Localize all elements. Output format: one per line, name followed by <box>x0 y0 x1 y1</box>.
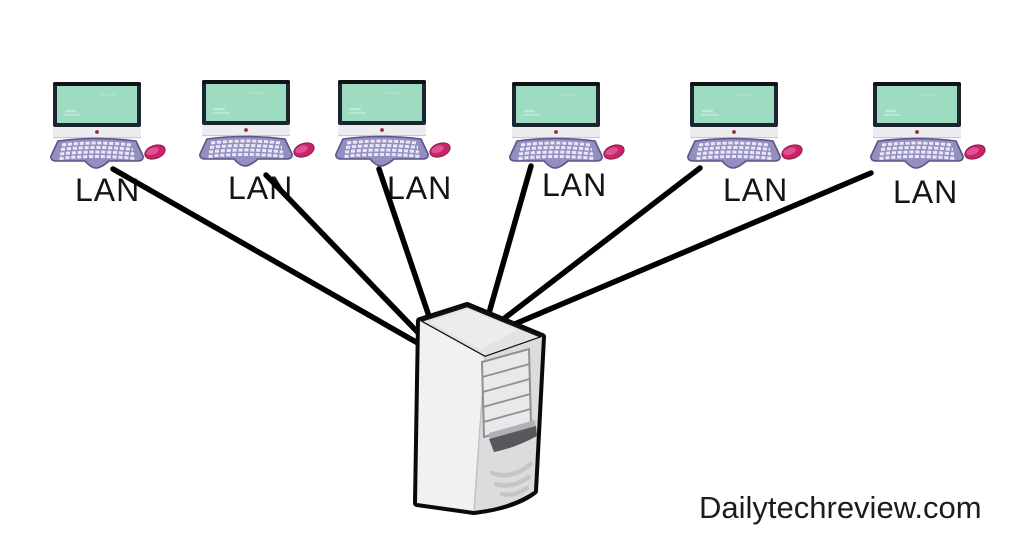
computer-node-3 <box>334 78 454 172</box>
computer-node-6 <box>869 80 989 174</box>
server-tower-icon <box>413 302 546 515</box>
computer-icon <box>869 80 989 170</box>
computer-icon <box>508 80 628 170</box>
lan-label-6: LAN <box>893 174 959 210</box>
lan-label-5: LAN <box>723 172 789 208</box>
computer-icon <box>49 80 169 170</box>
computer-icon <box>334 78 454 168</box>
lan-label-3: LAN <box>387 170 453 206</box>
computer-node-2 <box>198 78 318 172</box>
computer-icon <box>198 78 318 168</box>
computer-node-4 <box>508 80 628 174</box>
computer-node-1 <box>49 80 169 174</box>
server-node <box>400 290 560 530</box>
computer-node-5 <box>686 80 806 174</box>
lan-label-1: LAN <box>75 172 141 208</box>
watermark-text: Dailytechreview.com <box>699 490 982 525</box>
computer-icon <box>686 80 806 170</box>
lan-label-2: LAN <box>228 170 294 206</box>
